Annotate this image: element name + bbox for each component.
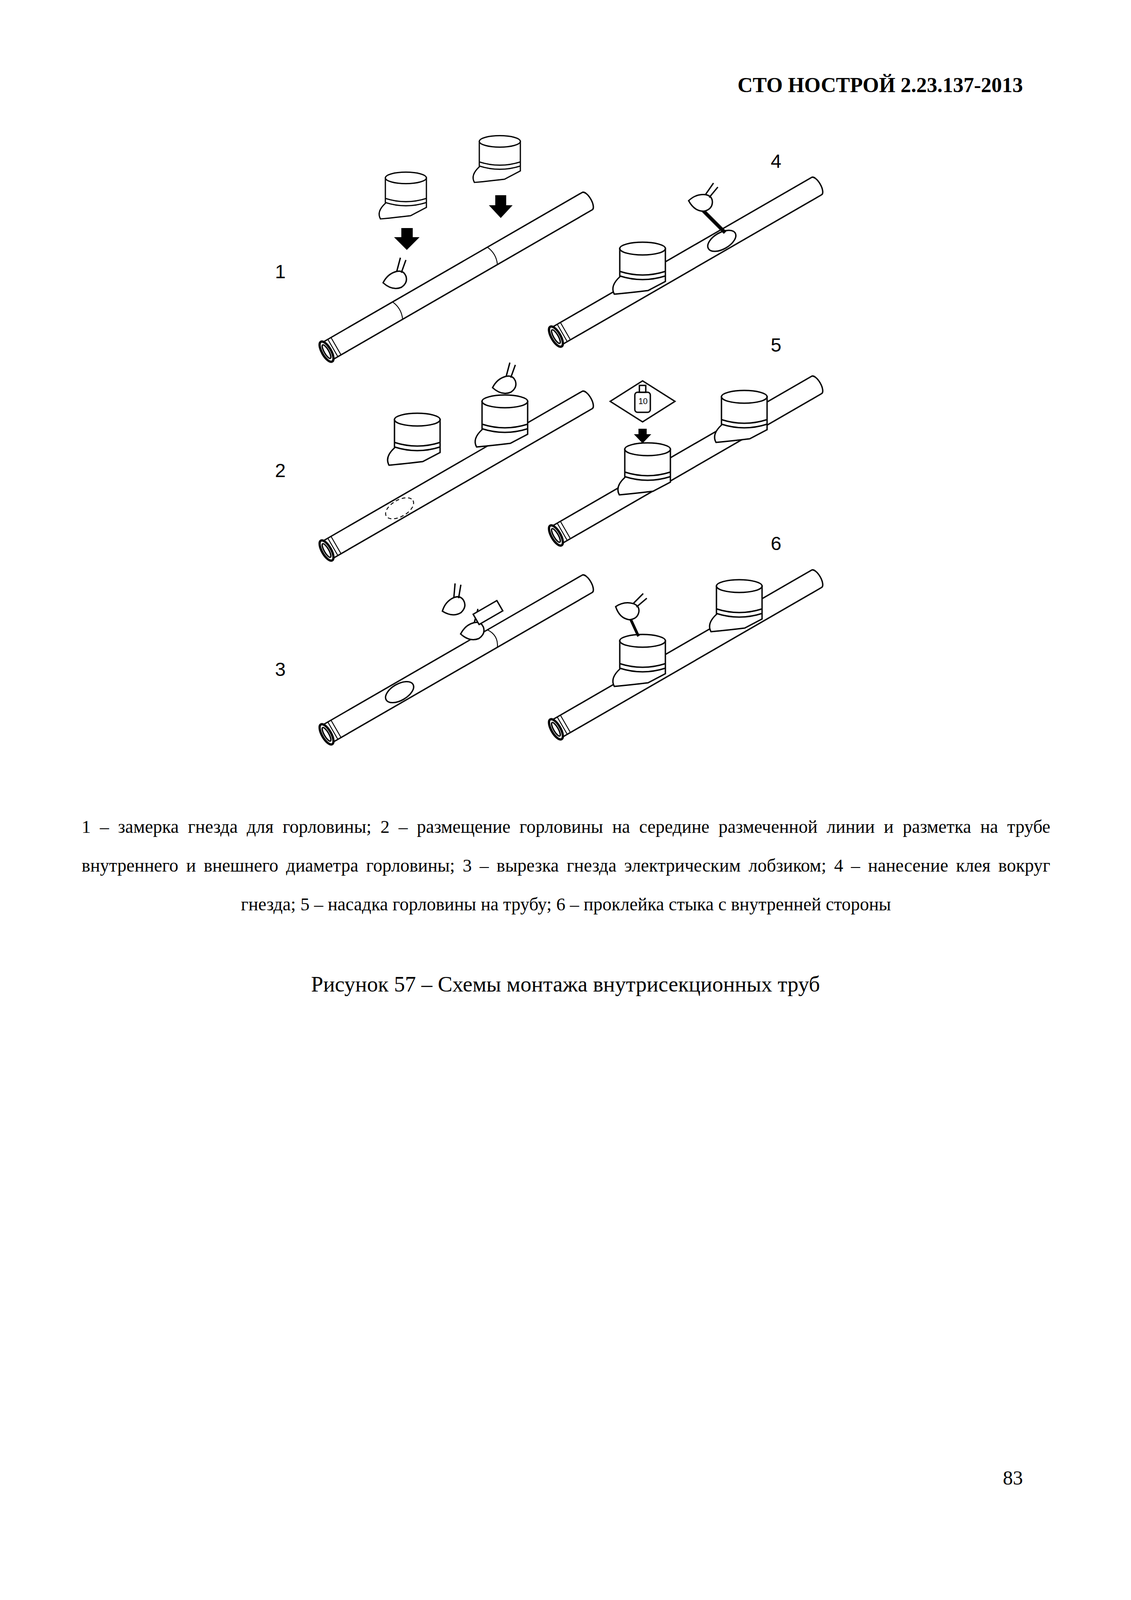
bottle-mark: 10 — [637, 396, 649, 407]
callout-number: 2 — [274, 459, 286, 482]
callout-number: 6 — [770, 532, 782, 555]
callout-number: 1 — [274, 260, 286, 283]
callout-number: 3 — [274, 658, 286, 681]
callout-number: 4 — [770, 150, 782, 173]
figure-legend-text: 1 – замерка гнезда для горловины; 2 – ра… — [81, 807, 1051, 924]
callout-number: 5 — [770, 334, 782, 357]
figure-caption: Рисунок 57 – Схемы монтажа внутрисекцион… — [0, 971, 1131, 997]
page-number: 83 — [1002, 1466, 1023, 1490]
document-header: СТО НОСТРОЙ 2.23.137-2013 — [737, 72, 1023, 98]
